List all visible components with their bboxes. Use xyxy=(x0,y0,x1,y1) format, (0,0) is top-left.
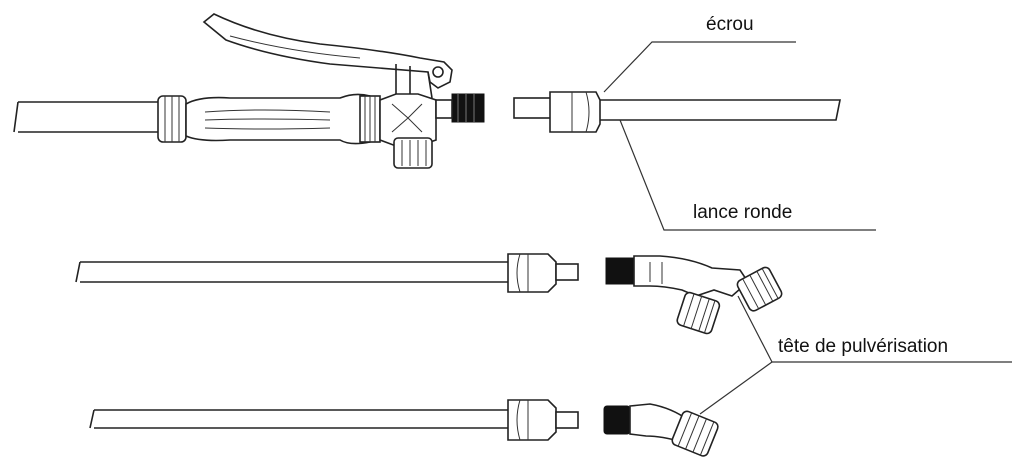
round-lance-3 xyxy=(89,399,579,441)
label-nut: écrou xyxy=(706,14,754,35)
double-spray-head xyxy=(605,255,783,335)
round-lance-1 xyxy=(513,91,841,133)
single-spray-head xyxy=(603,403,719,457)
label-spray-head: tête de pulvérisation xyxy=(778,336,948,357)
leader-lines xyxy=(603,41,1012,415)
spray-gun-handle xyxy=(13,13,485,169)
label-round-lance: lance ronde xyxy=(693,202,792,223)
round-lance-2 xyxy=(75,253,579,293)
